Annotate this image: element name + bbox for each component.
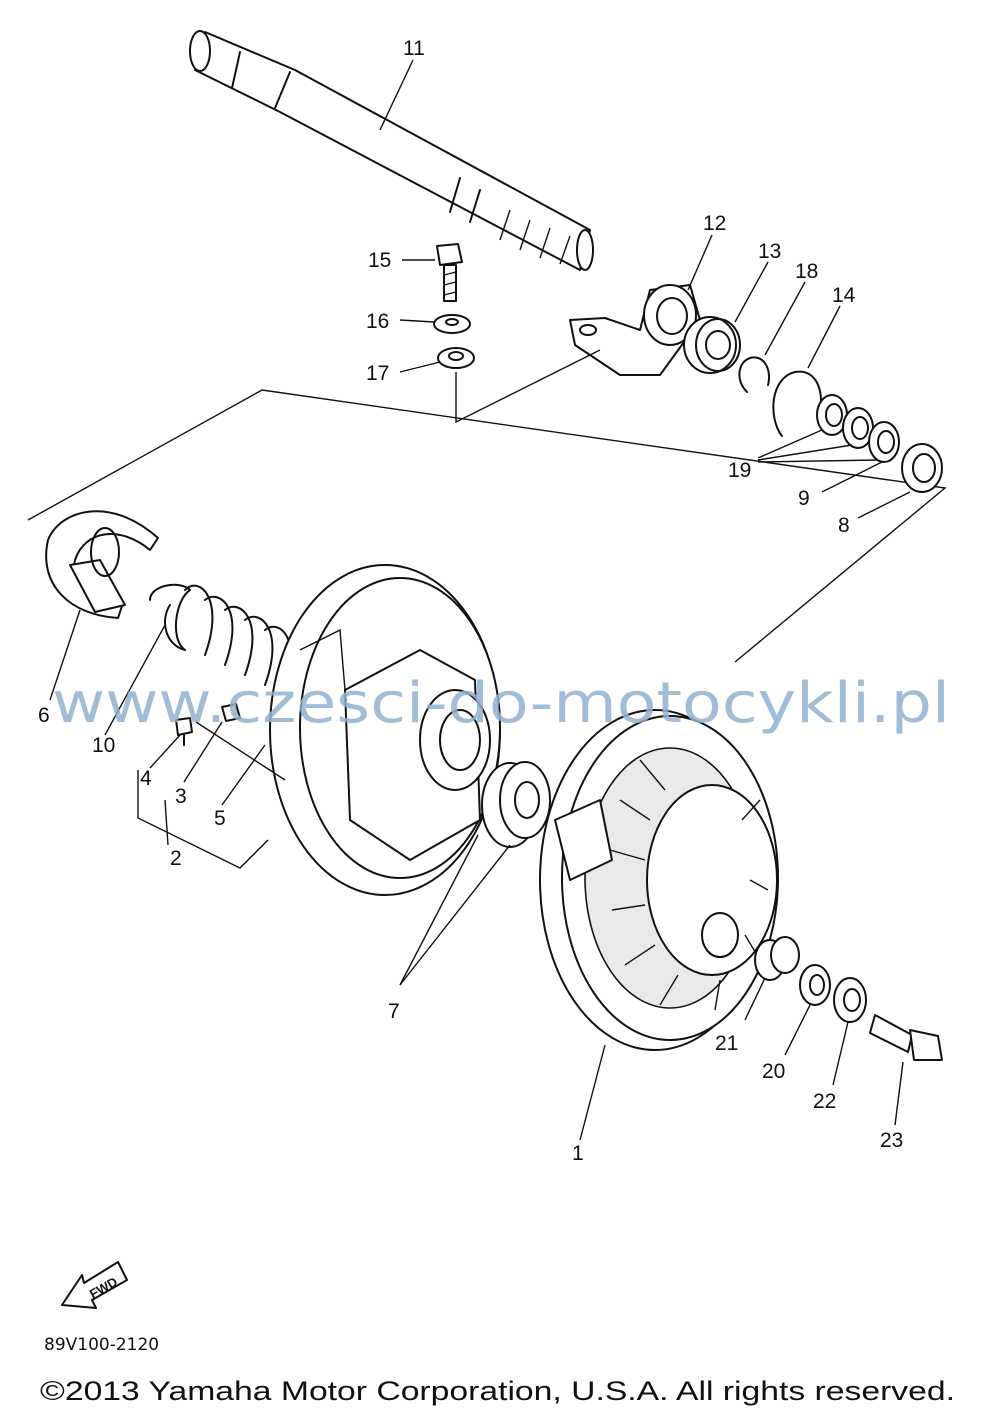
callout-19: 19 (728, 459, 751, 482)
callout-20: 20 (762, 1060, 785, 1083)
callout-15: 15 (368, 249, 391, 272)
washer-part-16 (433, 314, 471, 334)
callout-7: 7 (388, 1000, 400, 1023)
leader-lines (49, 59, 911, 1141)
callout-5: 5 (214, 807, 226, 830)
callout-16: 16 (366, 310, 389, 333)
callout-8: 8 (838, 514, 850, 537)
callout-23: 23 (880, 1129, 903, 1152)
washer-part-17 (437, 347, 475, 369)
shims-part-19 (816, 394, 900, 463)
callout-1: 1 (572, 1142, 584, 1165)
bolt-part-15 (436, 243, 463, 302)
bearing-housing-part-12 (569, 284, 701, 376)
callout-9: 9 (798, 487, 810, 510)
bearing-part-13 (683, 316, 741, 374)
washer-part-8 (901, 443, 943, 493)
bolt-part-4 (175, 717, 193, 746)
weight-part-3 (221, 703, 241, 722)
circlip-part-14 (772, 370, 822, 437)
bushing-part-7 (481, 761, 551, 848)
movable-sheave-part-5 (269, 564, 501, 896)
watermark: www.czesci-do-motocykli.pl (52, 671, 950, 736)
shaft-part-11 (189, 30, 594, 271)
fwd-arrow-icon: FWD (61, 1261, 128, 1309)
callout-22: 22 (813, 1090, 836, 1113)
callout-18: 18 (795, 260, 818, 283)
bolt-part-23 (869, 1014, 943, 1061)
callout-12: 12 (703, 212, 726, 235)
callout-3: 3 (175, 785, 187, 808)
circlip-part-18 (738, 356, 770, 393)
callout-2: 2 (170, 847, 182, 870)
callout-14: 14 (832, 284, 856, 307)
washer-part-20 (799, 964, 831, 1006)
cam-part-6 (45, 510, 159, 619)
callout-11: 11 (403, 37, 425, 60)
callout-17: 17 (366, 362, 389, 385)
callout-13: 13 (758, 240, 781, 263)
callout-4: 4 (140, 767, 152, 790)
callout-21: 21 (715, 1032, 738, 1055)
copyright-notice: ©2013 Yamaha Motor Corporation, U.S.A. A… (40, 1376, 955, 1406)
assembly-outline (27, 389, 947, 663)
part-code: 89V100-2120 (44, 1335, 159, 1355)
callout-10: 10 (92, 734, 115, 757)
callout-6: 6 (38, 704, 50, 727)
fixed-sheave-part-1 (539, 709, 779, 1051)
nut-part-22 (833, 977, 867, 1023)
collar-part-21 (754, 936, 800, 981)
